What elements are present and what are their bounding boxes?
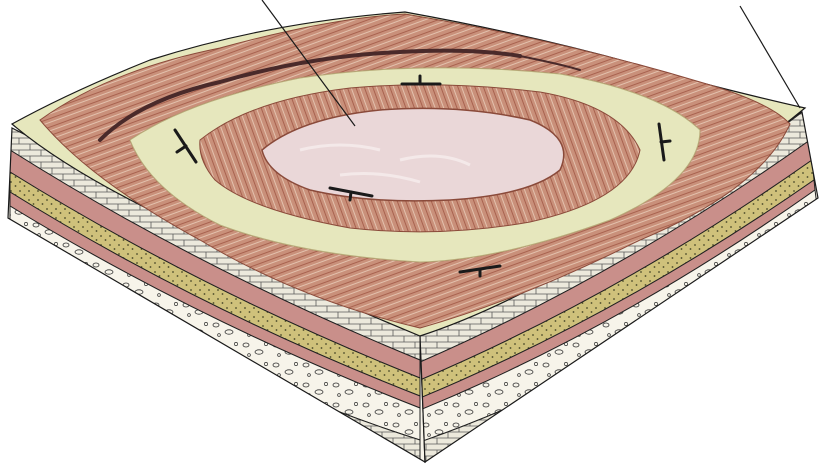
- leader-line-outer-edge: [740, 6, 800, 108]
